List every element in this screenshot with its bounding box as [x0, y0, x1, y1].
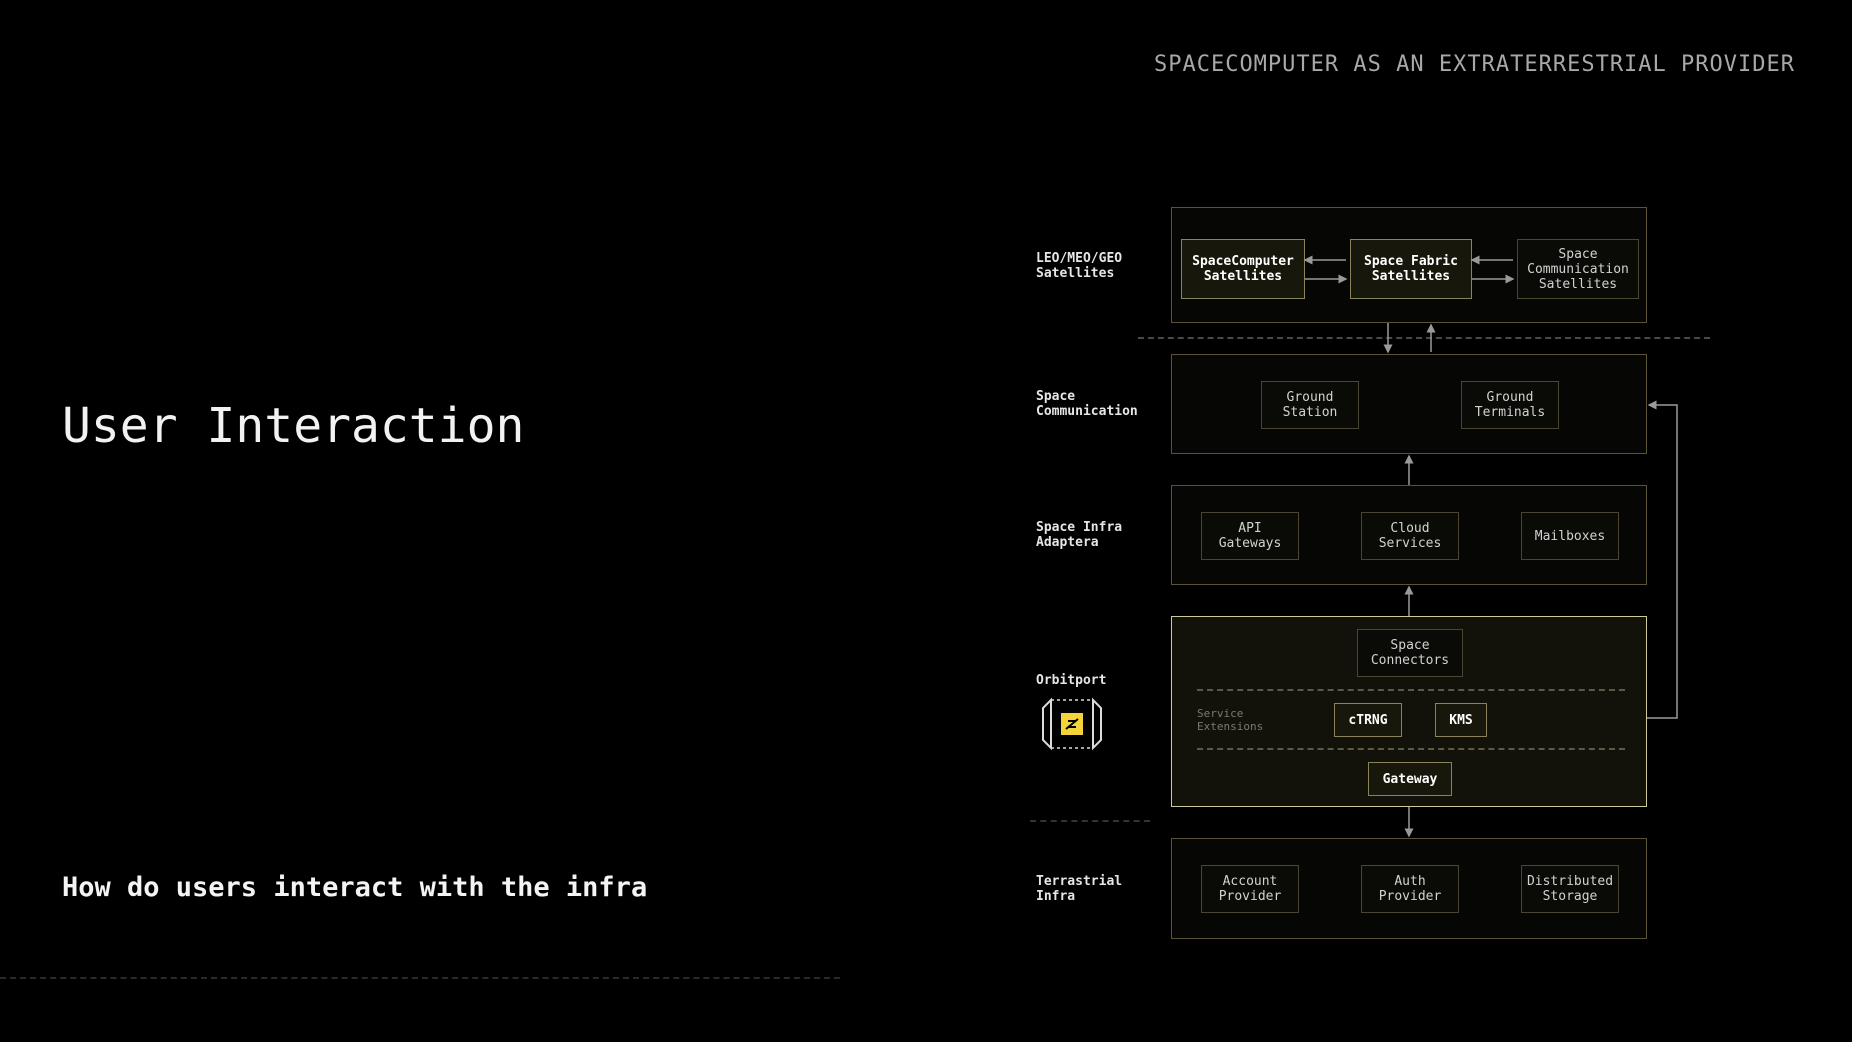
divider: [0, 977, 840, 979]
node-space-connectors: Space Connectors: [1357, 629, 1463, 677]
orbitport-logo-icon: [1042, 697, 1102, 751]
orbit-boundary-line: [1138, 337, 1710, 339]
node-ground-station: Ground Station: [1261, 381, 1359, 429]
layer-label-orbitport: Orbitport: [1036, 673, 1107, 688]
space-infra-adapters-layer: API Gateways Cloud Services Mailboxes: [1171, 485, 1647, 585]
node-mailboxes: Mailboxes: [1521, 512, 1619, 560]
slide-heading: SPACECOMPUTER AS AN EXTRATERRESTRIAL PRO…: [1153, 52, 1795, 77]
layer-label-satellites: LEO/MEO/GEO Satellites: [1036, 251, 1123, 281]
node-api-gateways: API Gateways: [1201, 512, 1299, 560]
node-kms: KMS: [1435, 703, 1487, 737]
ground-boundary-line: [1030, 820, 1150, 822]
layer-label-space-infra-adapters: Space Infra Adaptera: [1036, 520, 1123, 550]
layer-label-terrestrial: Terrastrial Infra: [1036, 874, 1123, 904]
node-ground-terminals: Ground Terminals: [1461, 381, 1559, 429]
service-extensions-label: Service Extensions: [1197, 707, 1264, 733]
orbitport-layer: Space Connectors Service Extensions cTRN…: [1171, 616, 1647, 807]
node-space-fabric-satellites: Space Fabric Satellites: [1350, 239, 1472, 299]
slide-title: User Interaction: [62, 398, 525, 454]
node-auth-provider: Auth Provider: [1361, 865, 1459, 913]
node-ctrng: cTRNG: [1334, 703, 1402, 737]
node-space-communication-satellites: Space Communication Satellites: [1517, 239, 1639, 299]
arrow-orbitport-to-terminals: [1647, 400, 1678, 719]
layer-label-space-communication: Space Communication: [1036, 389, 1138, 419]
satellites-layer: SpaceComputer Satellites Space Fabric Sa…: [1171, 207, 1647, 323]
slide-subtitle: How do users interact with the infra: [62, 872, 648, 903]
node-account-provider: Account Provider: [1201, 865, 1299, 913]
terrestrial-infra-layer: Account Provider Auth Provider Distribut…: [1171, 838, 1647, 939]
space-communication-layer: Ground Station Ground Terminals: [1171, 354, 1647, 454]
node-distributed-storage: Distributed Storage: [1521, 865, 1619, 913]
orbitport-divider-top: [1197, 689, 1625, 691]
node-cloud-services: Cloud Services: [1361, 512, 1459, 560]
node-gateway: Gateway: [1368, 762, 1452, 796]
orbitport-divider-bottom: [1197, 748, 1625, 750]
node-spacecomputer-satellites: SpaceComputer Satellites: [1181, 239, 1305, 299]
